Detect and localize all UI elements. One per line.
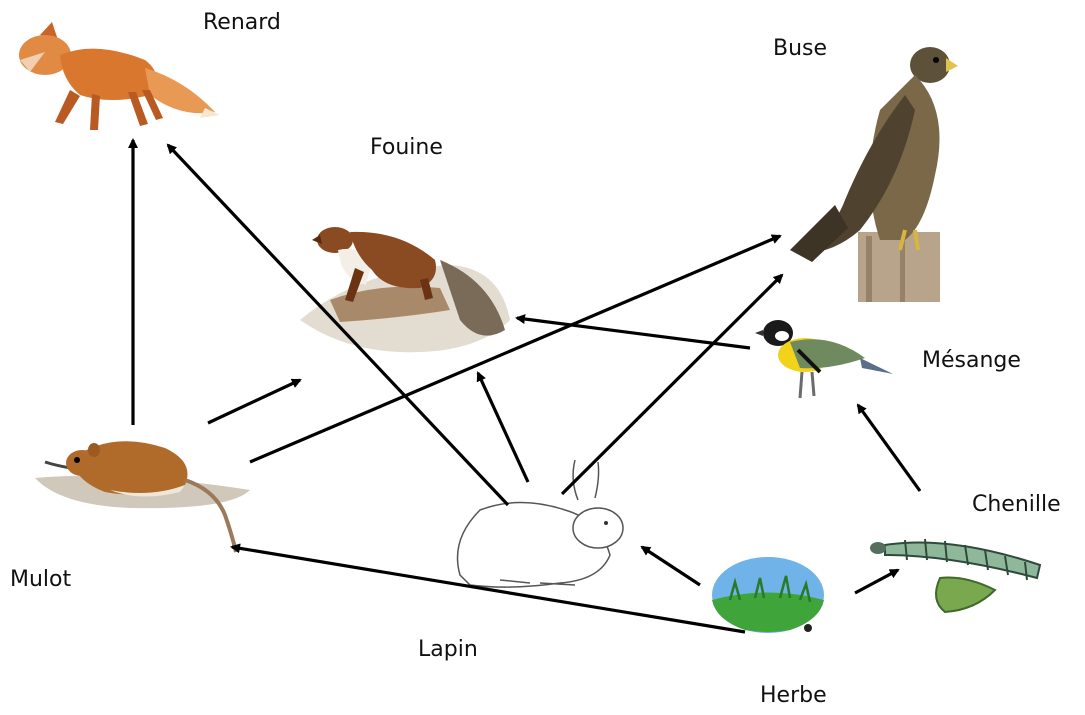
arrow-herbe-to-lapin (642, 547, 700, 585)
arrow-mulot-to-fouine (208, 380, 300, 423)
marten-illustration (300, 227, 510, 352)
arrow-mulot-to-buse (250, 236, 780, 462)
arrow-chenille-to-mesange (858, 405, 920, 491)
grass-illustration (712, 557, 824, 633)
label-buse: Buse (773, 36, 827, 61)
arrow-lapin-to-fouine (478, 373, 528, 482)
arrow-herbe-to-chenille (855, 570, 898, 593)
label-fouine: Fouine (370, 135, 443, 160)
label-renard: Renard (203, 10, 281, 35)
label-mulot: Mulot (10, 567, 71, 592)
label-chenille: Chenille (972, 492, 1061, 517)
titmouse-illustration (755, 320, 893, 398)
arrow-lapin-to-buse (562, 275, 782, 494)
fox-illustration (19, 22, 220, 130)
wood-mouse-illustration (35, 441, 250, 552)
label-lapin: Lapin (418, 637, 478, 662)
buzzard-illustration (790, 47, 958, 302)
label-mesange: Mésange (922, 348, 1021, 373)
caterpillar-illustration (870, 539, 1040, 612)
label-herbe: Herbe (760, 683, 827, 708)
